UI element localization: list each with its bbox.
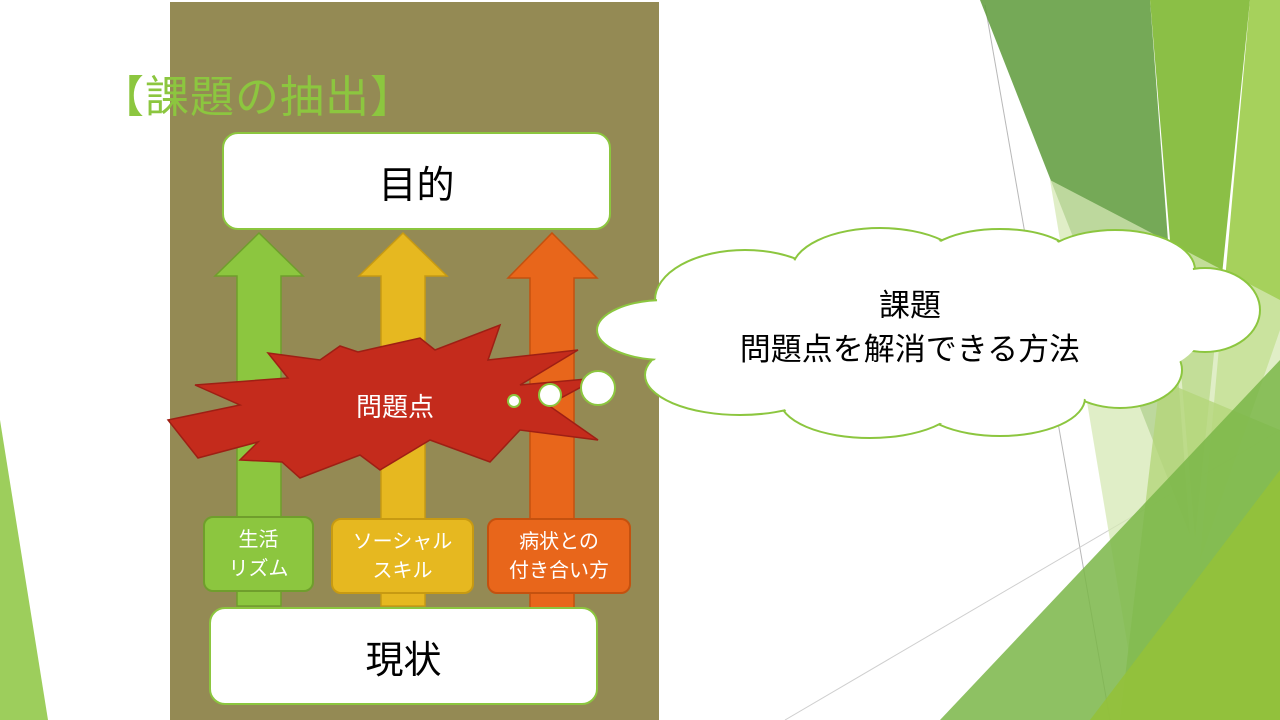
factor-life-rhythm: 生活 リズム — [203, 516, 314, 592]
goal-box: 目的 — [222, 132, 611, 230]
factor-illness-coping: 病状との 付き合い方 — [487, 518, 631, 594]
decor-triangle-7 — [1090, 470, 1280, 720]
cloud-shape — [596, 227, 1261, 439]
left-green-triangle — [0, 420, 48, 720]
slide-title: 【課題の抽出】 — [100, 72, 415, 123]
thought-dot-large — [580, 370, 616, 406]
thought-dot-medium — [538, 383, 562, 407]
current-box: 現状 — [209, 607, 598, 705]
cloud-title: 課題 — [879, 288, 941, 324]
thought-dot-small — [507, 394, 521, 408]
cloud-body: 問題点を解消できる方法 — [739, 332, 1081, 368]
problem-explosion — [166, 323, 599, 479]
problem-label: 問題点 — [355, 393, 434, 423]
factor-social-skill: ソーシャル スキル — [331, 518, 474, 594]
cloud-text: 課題 問題点を解消できる方法 — [660, 284, 1160, 372]
